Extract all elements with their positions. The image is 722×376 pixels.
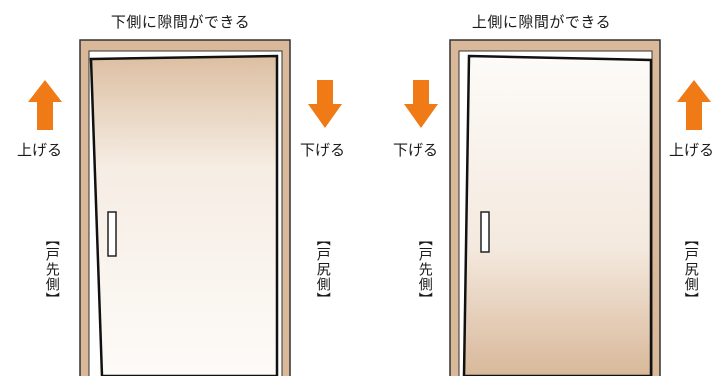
hinge-side-label: 【戸尻側】: [314, 232, 331, 307]
up-arrow-icon: [677, 80, 711, 130]
hinge-side-label: 【戸尻側】: [682, 232, 699, 307]
panel-title: 下側に隙間ができる: [110, 13, 251, 31]
door-handle: [107, 211, 117, 257]
lower-label: 下げる: [393, 141, 439, 159]
lower-label: 下げる: [300, 141, 346, 159]
door-illustration: [28, 39, 342, 376]
latch-side-label: 【戸先側】: [43, 232, 60, 307]
diagram-panel-bottom-gap: 下側に隙間ができる 上げる 下げる 【戸先側】 【戸尻側】: [17, 13, 346, 376]
door-illustration: [404, 39, 711, 376]
panel-title: 上側に隙間ができる: [471, 13, 612, 31]
latch-side-label: 【戸先側】: [416, 232, 433, 307]
door-handle: [480, 211, 490, 253]
door-leaf: [462, 54, 653, 376]
down-arrow-icon: [404, 80, 438, 128]
diagram-panel-top-gap: 上側に隙間ができる 下げる 上げる 【戸先側】 【戸尻側】: [361, 0, 722, 376]
up-arrow-icon: [28, 80, 62, 130]
door-leaf: [89, 54, 279, 376]
raise-label: 上げる: [669, 141, 715, 159]
down-arrow-icon: [308, 80, 342, 128]
raise-label: 上げる: [17, 141, 63, 159]
